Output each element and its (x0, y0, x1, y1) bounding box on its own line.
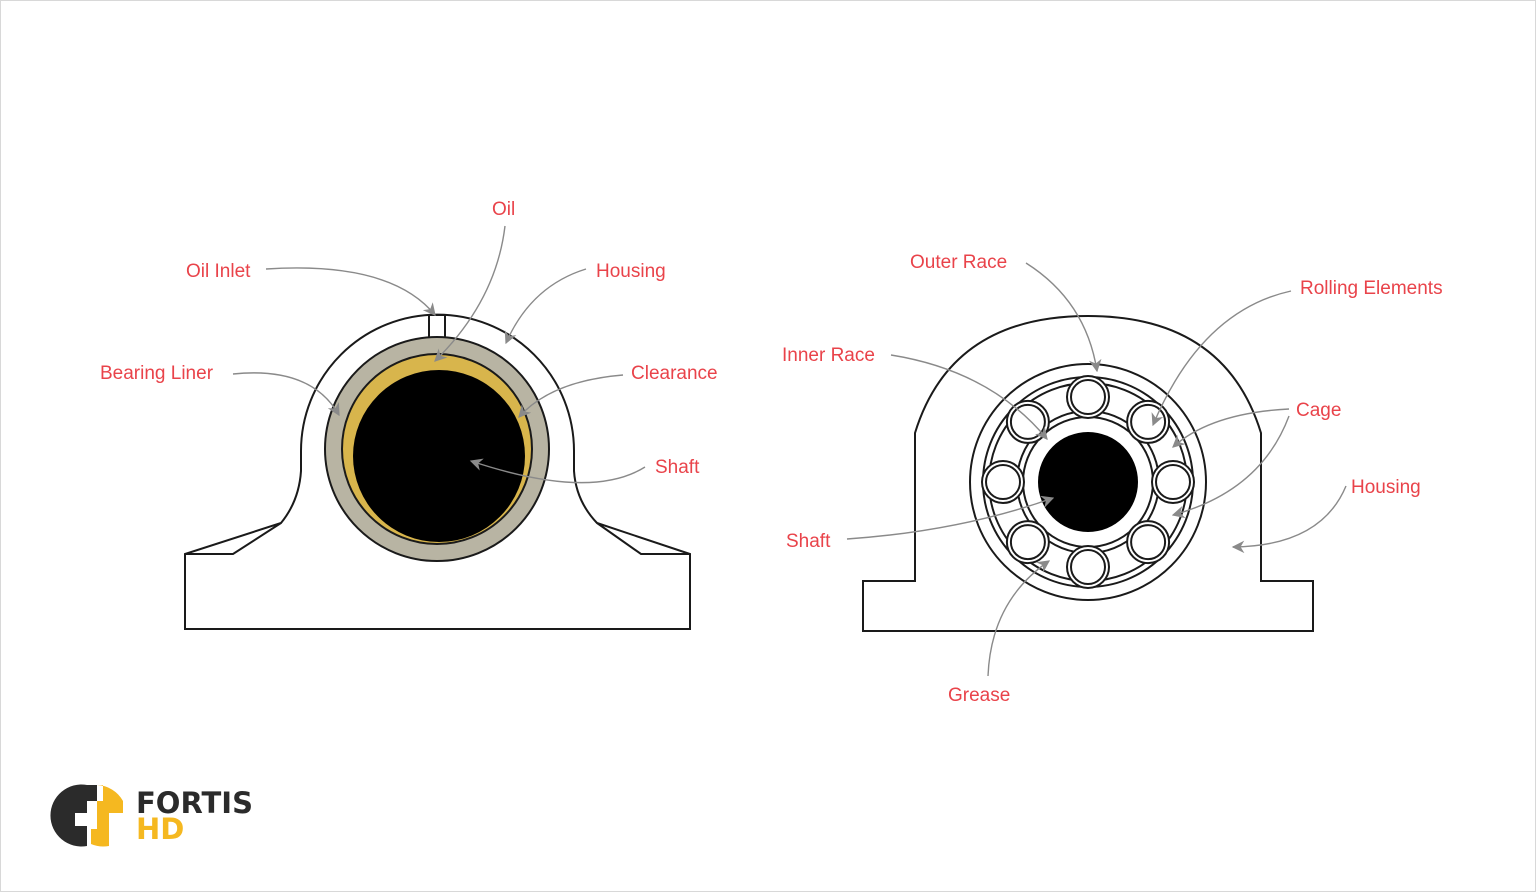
label-bearing-liner: Bearing Liner (100, 363, 214, 384)
rolling-element-ball (1070, 379, 1106, 415)
logo-text-hd: HD (136, 812, 184, 846)
rolling-housing (862, 314, 1314, 632)
rolling-bearing-diagram: Outer Race Rolling Elements Inner Race C… (782, 252, 1443, 706)
shaft (1038, 432, 1138, 532)
fortis-hd-logo: FORTIS HD (50, 784, 253, 847)
logo-mark-dark (50, 784, 97, 847)
oil-inlet (428, 314, 446, 340)
rolling-element-ball (1130, 524, 1167, 561)
label-housing: Housing (596, 261, 666, 282)
logo-text-fortis: FORTIS (136, 786, 253, 820)
plain-bearing-diagram: Oil Oil Inlet Housing Bearing Liner Clea… (100, 199, 718, 630)
label-rolling-elements: Rolling Elements (1300, 278, 1443, 299)
label-oil: Oil (492, 199, 515, 220)
shaft (353, 370, 525, 542)
plain-housing (184, 313, 691, 630)
rolling-element-ball (1070, 549, 1106, 585)
rolling-element-ball (1009, 403, 1046, 440)
label-shaft: Shaft (786, 531, 831, 552)
label-oil-inlet: Oil Inlet (186, 261, 251, 282)
label-cage: Cage (1296, 400, 1341, 421)
logo-mark-yellow (91, 785, 123, 847)
label-clearance: Clearance (631, 363, 718, 384)
label-inner-race: Inner Race (782, 345, 875, 366)
rolling-element-ball (985, 464, 1021, 500)
label-grease: Grease (948, 685, 1010, 706)
rolling-element-ball (1155, 464, 1191, 500)
rolling-elements (981, 375, 1195, 589)
label-shaft: Shaft (655, 457, 700, 478)
label-outer-race: Outer Race (910, 252, 1007, 273)
rolling-element-ball (1009, 524, 1046, 561)
label-housing: Housing (1351, 477, 1421, 498)
